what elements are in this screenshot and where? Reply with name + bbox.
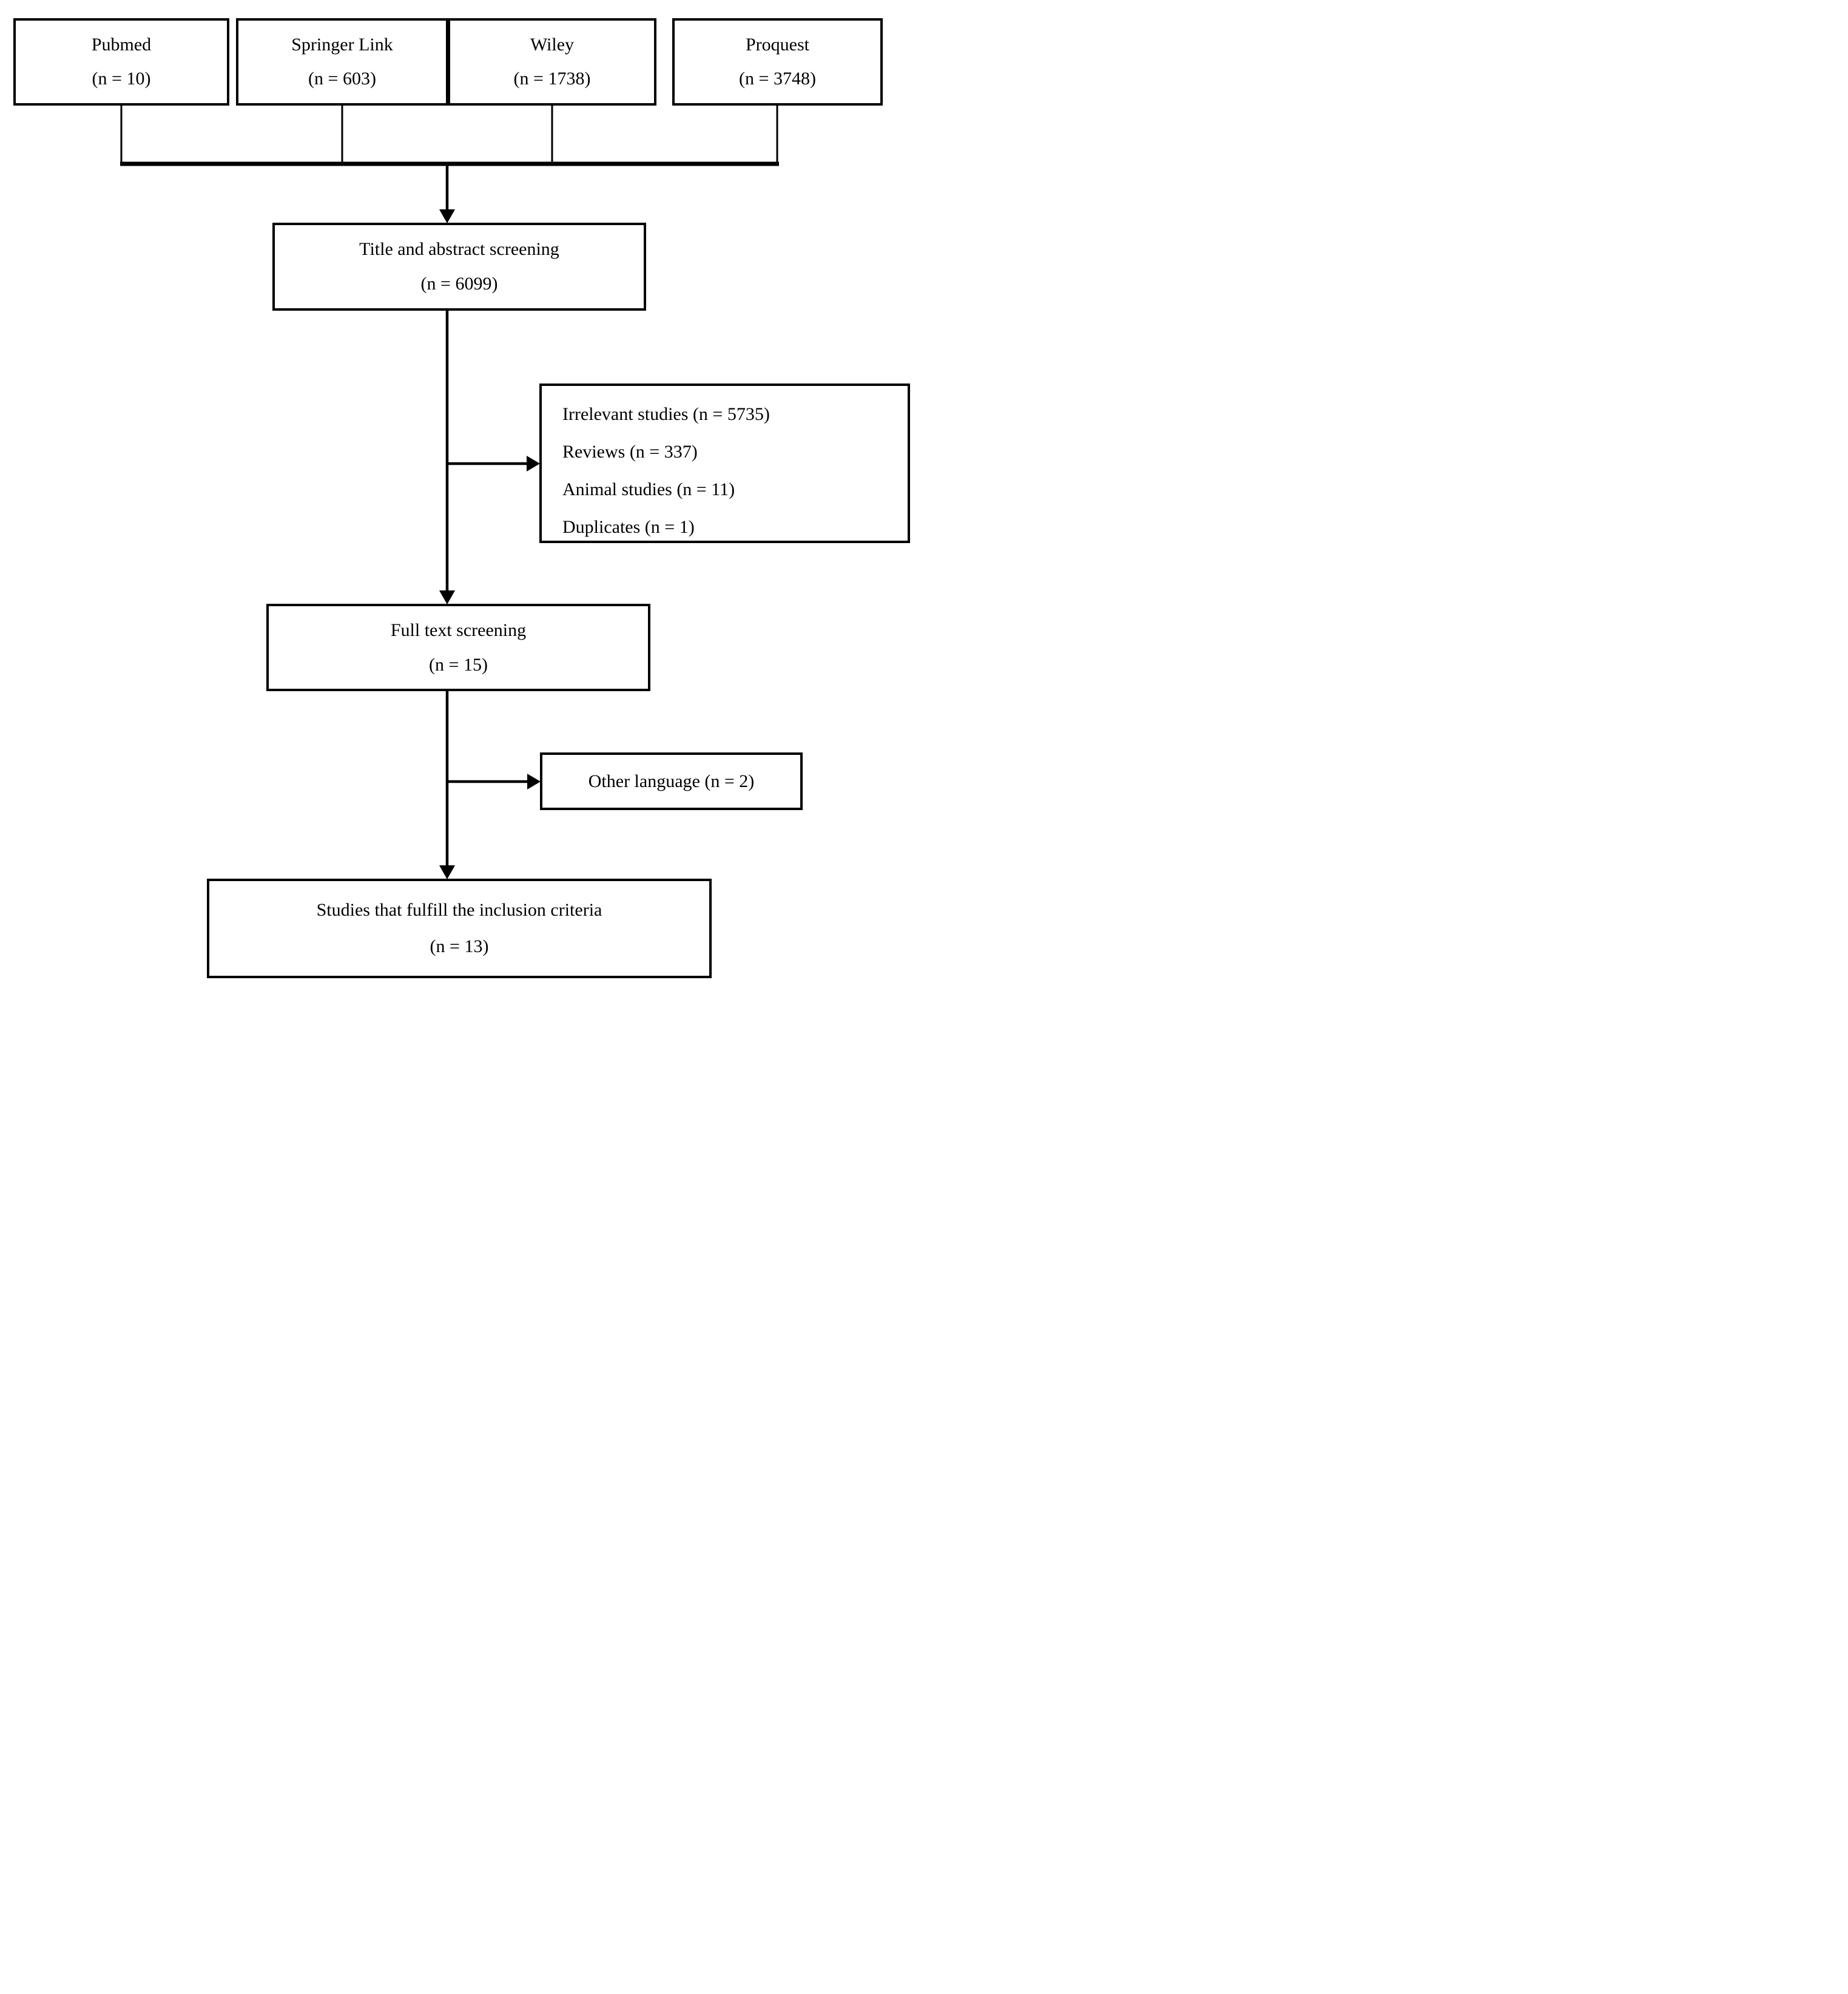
title-screening-count: (n = 6099) [420,274,498,294]
included-studies-box: Studies that fulfill the inclusion crite… [207,879,712,978]
source-pubmed-label: Pubmed [91,35,152,55]
included-count: (n = 13) [430,936,489,956]
arrowhead-other-language-icon [527,774,541,789]
excluded-studies-box: Irrelevant studies (n = 5735) Reviews (n… [539,384,910,543]
full-text-label: Full text screening [390,620,527,640]
other-language-box: Other language (n = 2) [540,752,803,810]
excluded-item-animal: Animal studies (n = 11) [562,479,735,499]
arrowhead-title-screening-icon [439,209,455,223]
source-wiley-count: (n = 1738) [513,69,591,89]
prisma-flow-diagram: Pubmed (n = 10) Springer Link (n = 603) … [0,0,924,997]
arrowhead-full-text-icon [439,590,455,604]
excluded-item-duplicates: Duplicates (n = 1) [562,517,695,537]
source-proquest-label: Proquest [746,35,809,55]
source-box-wiley: Wiley (n = 1738) [448,18,656,106]
connector-layer [120,104,779,879]
source-springer-count: (n = 603) [308,69,376,89]
source-springer-label: Springer Link [291,35,393,55]
arrowhead-included-icon [439,865,455,879]
source-proquest-count: (n = 3748) [739,69,816,89]
full-text-screening-box: Full text screening (n = 15) [266,604,650,691]
excluded-item-reviews: Reviews (n = 337) [562,442,698,462]
title-screening-label: Title and abstract screening [359,239,559,259]
included-label: Studies that fulfill the inclusion crite… [316,900,602,920]
source-pubmed-count: (n = 10) [92,69,151,89]
other-language-label: Other language (n = 2) [588,771,755,791]
full-text-count: (n = 15) [429,654,488,675]
title-abstract-screening-box: Title and abstract screening (n = 6099) [272,223,646,311]
source-wiley-label: Wiley [530,35,575,55]
excluded-item-irrelevant: Irrelevant studies (n = 5735) [562,404,770,424]
source-box-springer-link: Springer Link (n = 603) [236,18,448,106]
arrowhead-exclusions-icon [527,456,540,471]
source-box-proquest: Proquest (n = 3748) [672,18,883,106]
source-box-pubmed: Pubmed (n = 10) [13,18,229,106]
